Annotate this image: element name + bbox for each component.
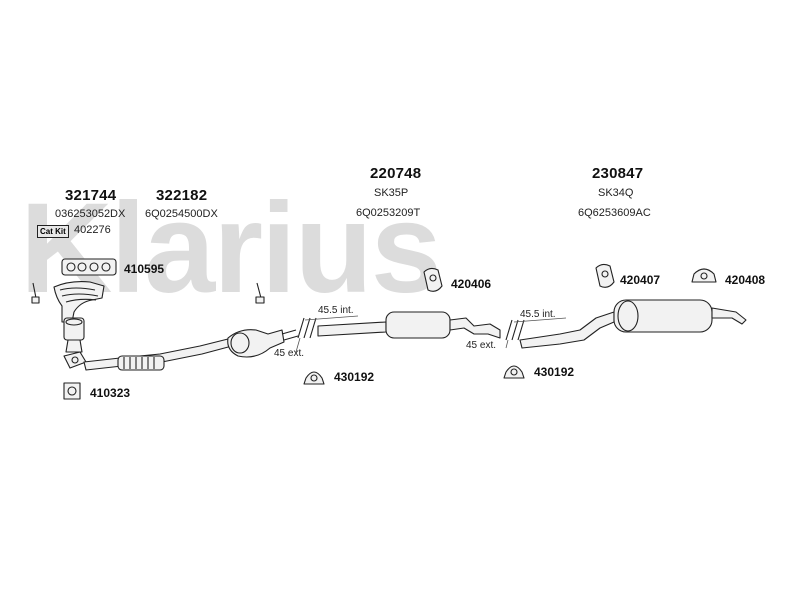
rear-box-code: SK34Q <box>598 187 634 199</box>
stud-bolt-left <box>31 282 40 304</box>
rear-box-oe-number: 6Q6253609AC <box>578 207 651 219</box>
front-pipe-oe-number: 6Q0254500DX <box>145 208 218 220</box>
front-pipe-part-number: 322182 <box>156 187 208 204</box>
manifold-gasket-part[interactable] <box>61 258 117 276</box>
center-box-part-number: 220748 <box>370 165 422 182</box>
stud-bolt-center <box>255 282 265 304</box>
rubber-mount-420407[interactable] <box>595 263 615 288</box>
joint-2-ext-dimension: 45 ext. <box>466 340 497 351</box>
rubber-mount-420408[interactable] <box>691 268 717 283</box>
label-420407: 420407 <box>620 273 661 287</box>
label-430192-right: 430192 <box>534 365 575 379</box>
clamp-430192-left[interactable] <box>303 371 325 385</box>
gasket-410323[interactable] <box>63 382 81 400</box>
rubber-mount-420406[interactable] <box>423 267 443 292</box>
center-box-oe-number: 6Q0253209T <box>356 207 421 219</box>
rear-silencer-part[interactable] <box>519 299 747 349</box>
manifold-part-number: 321744 <box>65 187 117 204</box>
exhaust-manifold-part[interactable] <box>53 281 105 353</box>
flange-gasket-part[interactable] <box>63 351 87 369</box>
joint-2-marker <box>505 319 525 341</box>
center-silencer-part[interactable] <box>317 311 501 339</box>
front-pipe-part[interactable] <box>83 337 233 371</box>
joint-1-int-dimension: 45.5 int. <box>318 305 354 316</box>
cat-kit-part-number: 402276 <box>74 224 111 236</box>
label-430192-left: 430192 <box>334 370 375 384</box>
leader-lines <box>295 315 567 353</box>
label-420408: 420408 <box>725 273 766 287</box>
label-410595: 410595 <box>124 262 165 276</box>
joint-1-marker <box>297 317 317 339</box>
joint-2-int-dimension: 45.5 int. <box>520 309 556 320</box>
label-410323: 410323 <box>90 386 131 400</box>
manifold-oe-number: 036253052DX <box>55 208 126 220</box>
clamp-430192-right[interactable] <box>503 365 525 379</box>
joint-1-ext-dimension: 45 ext. <box>274 348 305 359</box>
center-box-code: SK35P <box>374 187 409 199</box>
rear-box-part-number: 230847 <box>592 165 644 182</box>
label-420406: 420406 <box>451 277 492 291</box>
catalytic-converter-part[interactable] <box>227 329 299 358</box>
cat-kit-badge: Cat Kit <box>37 225 69 238</box>
